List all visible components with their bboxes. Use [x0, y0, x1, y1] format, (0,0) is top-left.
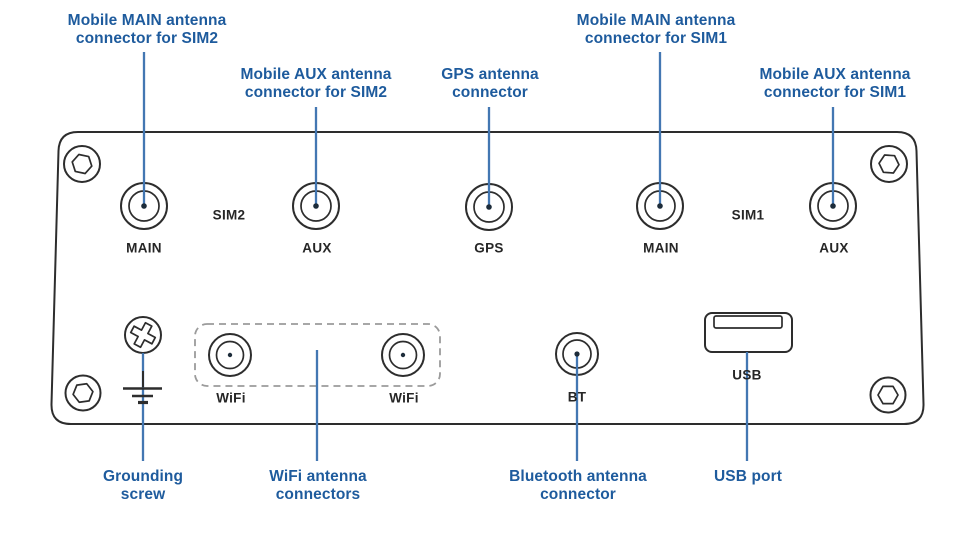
callout-line: connector for SIM2 — [75, 29, 219, 47]
ground-symbol-icon — [123, 371, 162, 405]
port-label-usb: USB — [732, 367, 762, 383]
callout-line: connector for SIM1 — [763, 83, 907, 101]
callout-bluetooth-antenna: Bluetooth antenna connector — [509, 468, 647, 503]
callout-line: connector — [452, 83, 528, 101]
callout-line: Bluetooth antenna — [509, 468, 647, 485]
grounding-screw-icon — [124, 316, 162, 354]
callout-usb-port: USB port — [714, 468, 782, 486]
port-label-main-sim1: MAIN — [643, 240, 679, 256]
sim1-label: SIM1 — [731, 207, 765, 223]
corner-screw-icon — [869, 376, 907, 414]
callout-aux-sim1: Mobile AUX antenna connector for SIM1 — [759, 66, 910, 101]
callout-line: Mobile MAIN antenna — [67, 12, 227, 29]
wifi-connector-right — [381, 333, 425, 377]
port-label-aux-sim2: AUX — [302, 240, 332, 256]
port-label-aux-sim1: AUX — [819, 240, 849, 256]
corner-screw-icon — [870, 145, 908, 183]
callout-wifi-antennas: WiFi antenna connectors — [269, 468, 367, 503]
callout-main-sim1: Mobile MAIN antenna connector for SIM1 — [577, 12, 736, 47]
callout-line: Mobile MAIN antenna — [576, 12, 736, 29]
port-label-gps: GPS — [474, 240, 504, 256]
callout-line: Mobile AUX antenna — [240, 66, 392, 83]
wifi-group-dashed-box — [194, 323, 441, 387]
corner-screw-icon — [63, 145, 101, 183]
callout-line: WiFi antenna — [269, 468, 367, 485]
callout-line: screw — [120, 485, 166, 503]
callout-line: connector for SIM2 — [244, 83, 388, 101]
port-label-wifi-left: WiFi — [216, 390, 246, 406]
callout-main-sim2: Mobile MAIN antenna connector for SIM2 — [68, 12, 227, 47]
panel-outline — [50, 131, 925, 425]
sim2-label: SIM2 — [212, 207, 246, 223]
wifi-connector-left — [208, 333, 252, 377]
connector-center-dots — [141, 203, 836, 357]
callout-line: connectors — [275, 485, 361, 503]
leader-lines — [141, 52, 835, 461]
port-label-wifi-right: WiFi — [389, 390, 419, 406]
callout-grounding-screw: Grounding screw — [103, 468, 183, 503]
port-label-main-sim2: MAIN — [126, 240, 162, 256]
callout-line: USB port — [714, 468, 782, 485]
callout-aux-sim2: Mobile AUX antenna connector for SIM2 — [240, 66, 391, 101]
corner-screw-icon — [64, 374, 102, 412]
port-label-bt: BT — [567, 389, 587, 405]
callout-gps: GPS antenna connector — [441, 66, 539, 101]
callout-line: Mobile AUX antenna — [759, 66, 911, 83]
callout-line: GPS antenna — [441, 66, 539, 83]
usb-port-icon — [704, 312, 793, 353]
callout-line: connector — [540, 485, 616, 503]
callout-line: connector for SIM1 — [584, 29, 728, 47]
callout-line: Grounding — [102, 468, 184, 485]
